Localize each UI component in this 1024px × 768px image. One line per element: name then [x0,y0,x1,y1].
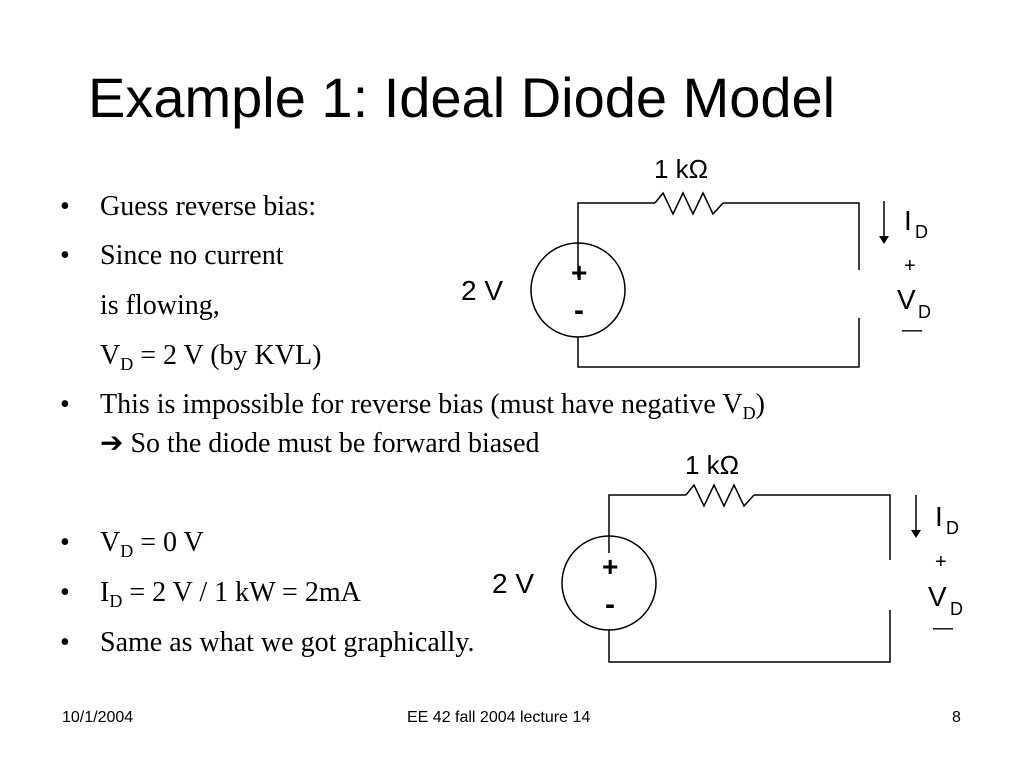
bullet-dot: • [60,191,70,222]
voltage-source [561,535,657,631]
impossible-text: This is impossible for reverse bias (mus… [100,389,743,420]
voltage-subscript: D [918,302,931,322]
resistor-zigzag [685,483,755,508]
id-value-text: = 2 V / 1 kW = 2mA [122,577,361,608]
wire [723,202,860,270]
bullet-kvl-line: VD = 2 V (by KVL) [100,339,321,381]
circuit-1-labels: 1 kΩ 2 V + - I D + V D — [461,154,931,341]
current-label: I [904,205,912,236]
circuit-2-labels: 1 kΩ 2 V + - I D + V D — [492,450,963,639]
footer-date: 10/1/2004 [62,709,134,726]
vd-symbol: V [100,527,121,558]
vd-subscript: D [120,354,134,374]
current-subscript: D [946,518,959,538]
voltage-plus: + [904,255,916,277]
voltage-plus: + [935,551,947,573]
source-minus: - [605,588,615,621]
resistor-zigzag [654,191,724,216]
voltage-source [530,242,626,338]
resistor-label: 1 kΩ [654,154,708,184]
current-arrow-head [879,236,889,244]
voltage-label: V [928,581,947,612]
bullet-forward-biased: ➔ So the diode must be forward biased [100,427,540,461]
bullet-list: • Guess reverse bias: • Since no current… [60,191,765,658]
id-subscript: D [109,591,123,611]
id-symbol: I [100,577,110,608]
arrow-right-icon: ➔ [100,428,124,459]
bullet-same-as-graphically: Same as what we got graphically. [100,627,475,658]
vd-subscript: D [742,403,756,423]
bullet-no-current-continuation: is flowing, [100,290,220,321]
footer-course: EE 42 fall 2004 lecture 14 [407,709,591,726]
bullet-vd-zero: VD = 0 V [100,526,204,568]
bullet-guess-reverse-bias: Guess reverse bias: [100,191,317,222]
vd-symbol: V [100,340,121,371]
footer-page-number: 8 [952,709,961,726]
bullet-dot: • [60,627,70,658]
slide-title: Example 1: Ideal Diode Model [88,66,836,129]
wire [754,494,891,560]
wire [577,202,655,277]
impossible-close: ) [755,389,765,420]
forward-biased-text: So the diode must be forward biased [123,428,540,459]
circuit-2 [561,483,921,663]
source-label: 2 V [492,568,534,599]
current-label: I [935,501,943,532]
voltage-minus: — [902,319,922,341]
current-arrow-head [911,530,921,538]
wire [608,610,891,663]
kvl-text: = 2 V (by KVL) [133,340,322,371]
bullet-no-current: Since no current [100,240,284,271]
source-plus: + [571,257,587,288]
bullet-dot: • [60,527,70,558]
resistor-label: 1 kΩ [685,450,739,480]
vd-subscript: D [120,541,134,561]
bullet-dot: • [60,389,70,420]
bullet-impossible: This is impossible for reverse bias (mus… [100,388,765,430]
wire [577,318,860,368]
voltage-subscript: D [950,599,963,619]
voltage-minus: — [933,617,953,639]
source-plus: + [602,551,618,582]
current-subscript: D [915,222,928,242]
bullet-dot: • [60,240,70,271]
source-label: 2 V [461,275,503,306]
wire [608,494,686,553]
bullet-dot: • [60,577,70,608]
circuit-1 [530,191,889,368]
bullet-id-value: ID = 2 V / 1 kW = 2mA [100,576,361,618]
vd-zero-text: = 0 V [133,527,204,558]
voltage-label: V [897,284,916,315]
source-minus: - [574,294,584,327]
